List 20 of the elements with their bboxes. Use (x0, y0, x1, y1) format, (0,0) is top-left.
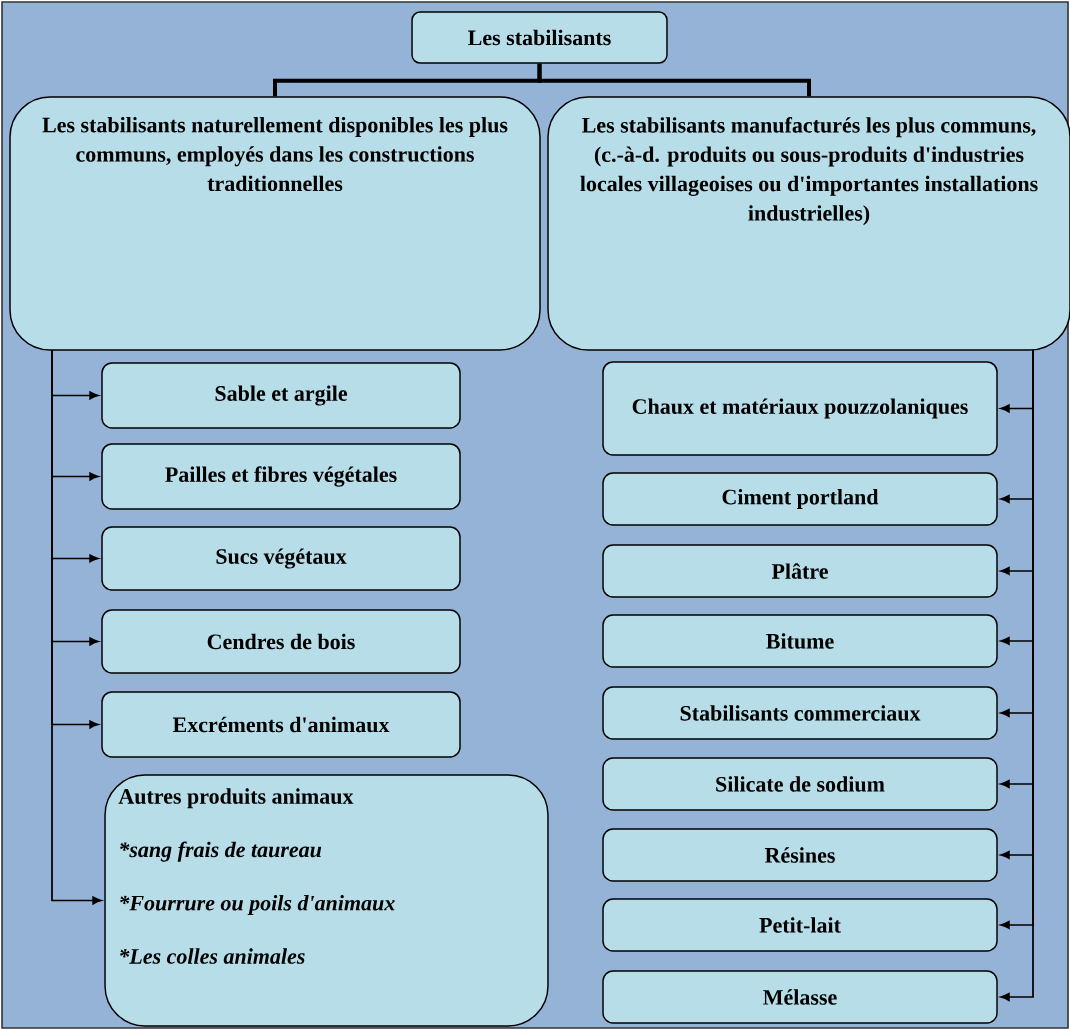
category-box: Les stabilisants naturellement disponibles les plus communs, employés dans les constructions traditionnelles (9, 96, 541, 351)
item-box: Petit-lait (602, 898, 998, 952)
item-box: Cendres de bois (101, 609, 461, 674)
item-box: Ciment portland (602, 472, 998, 526)
connector (537, 63, 811, 97)
item-box: Silicate de sodium (602, 757, 998, 811)
item-box: Sucs végétaux (101, 526, 461, 591)
item-box: Autres produits animaux *sang frais de taureau *Fourrure ou poils d'animaux *Les colles animales (104, 774, 549, 1027)
item-box: Pailles et fibres végétales (101, 443, 461, 510)
item-box: Bitume (602, 614, 998, 668)
item-box: Chaux et matériaux pouzzolaniques (602, 361, 998, 456)
item-box: Mélasse (602, 970, 998, 1024)
title-box: Les stabilisants (411, 11, 668, 64)
connector (51, 349, 102, 905)
category-box: Les stabilisants manufacturés les plus communs, (c.-à-d. produits ou sous-produits d'industries locales villageoises ou d'importantes installations industrielles) (547, 96, 1070, 351)
item-box: Excréments d'animaux (101, 691, 461, 758)
item-box: Plâtre (602, 544, 998, 598)
item-box: Stabilisants commerciaux (602, 686, 998, 740)
item-box: Résines (602, 828, 998, 882)
item-box: Sable et argile (101, 362, 461, 429)
